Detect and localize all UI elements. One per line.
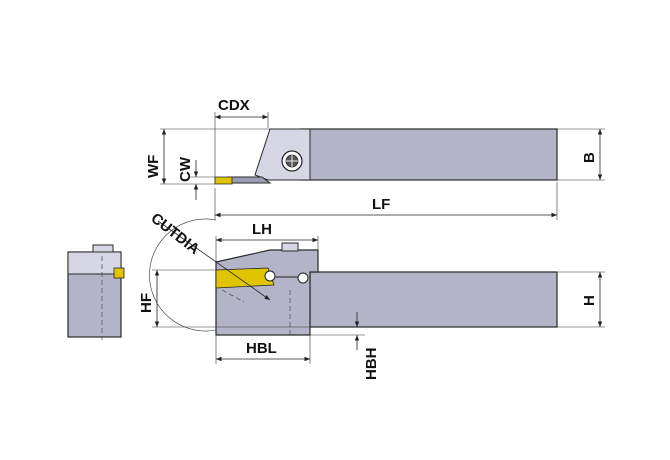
side-insert <box>215 267 275 289</box>
side-shank <box>309 271 558 328</box>
h-label: H <box>581 295 598 306</box>
top-head <box>254 128 311 181</box>
hbh-label: HBH <box>363 348 380 381</box>
cutdia-label: CUTDIA <box>148 210 203 258</box>
top-shank <box>299 128 558 181</box>
end-view <box>67 244 125 340</box>
cdx-label: CDX <box>218 97 250 114</box>
hf-label: HF <box>138 293 155 313</box>
end-head <box>67 251 122 275</box>
top-blade <box>227 176 272 184</box>
side-hole-1 <box>264 270 276 282</box>
side-clamp <box>281 242 299 252</box>
side-head <box>215 249 319 336</box>
top-view <box>214 128 558 185</box>
b-label: B <box>581 152 598 163</box>
top-insert <box>214 176 233 185</box>
side-view <box>149 218 558 338</box>
end-insert <box>113 267 125 279</box>
hbl-label: HBL <box>246 340 277 357</box>
lh-label: LH <box>252 221 272 238</box>
wf-label: WF <box>145 155 162 178</box>
lf-label: LF <box>372 196 390 213</box>
cw-label: CW <box>177 156 194 182</box>
cutdia-arc <box>149 218 217 332</box>
side-hole-2 <box>297 272 309 284</box>
